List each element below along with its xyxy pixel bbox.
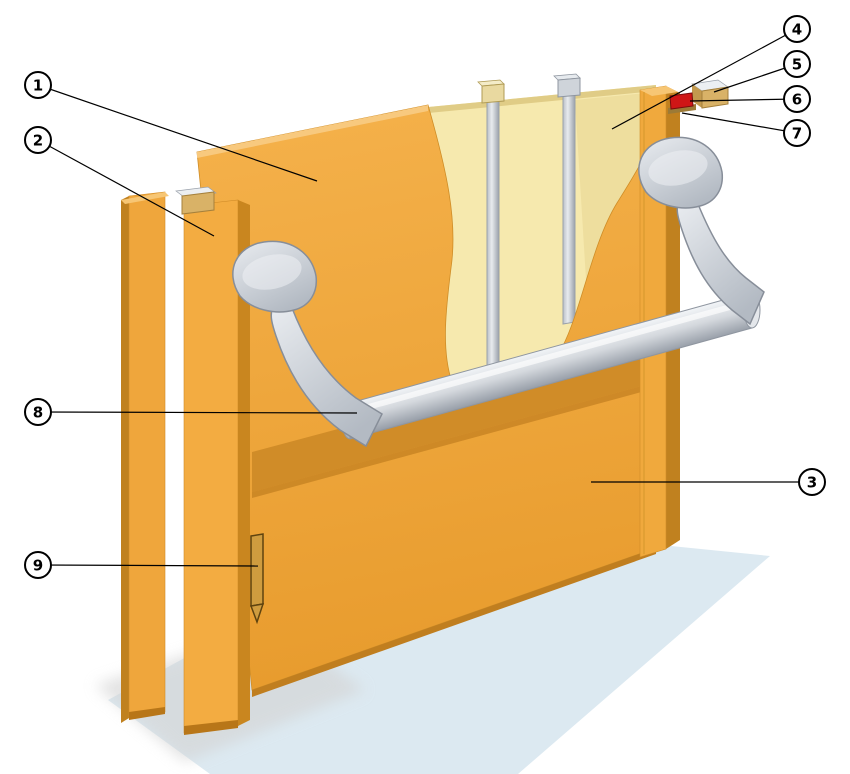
guide-rod-right-shaft — [562, 92, 576, 325]
right-clamp — [638, 136, 765, 326]
guide-rod-left-cap — [481, 83, 505, 104]
callout-circle — [783, 15, 811, 43]
left-rail-inner-foot — [184, 720, 238, 735]
callout-6: 6 — [689, 85, 811, 113]
left-rail-inner-face — [183, 199, 239, 734]
guide-rod-right-cap — [557, 77, 581, 98]
callout-circle — [783, 119, 811, 147]
left-clamp-highlight — [242, 254, 302, 290]
red-indicator — [668, 92, 696, 114]
left-rail-cap-top — [175, 186, 217, 198]
callout-leader-line — [681, 112, 798, 134]
callout-3: 3 — [591, 468, 826, 496]
callout-leader-line — [37, 84, 318, 182]
callout-number: 5 — [792, 56, 802, 74]
callout-number: 1 — [33, 77, 43, 95]
callout-number: 4 — [792, 21, 802, 39]
callout-number: 3 — [807, 474, 817, 492]
locking-pin-shaft — [250, 533, 264, 607]
left-rail-inner-side — [238, 200, 250, 726]
callout-leader-line — [37, 564, 259, 567]
left-rail-outer — [121, 191, 169, 723]
callout-circle — [24, 398, 52, 426]
spreader-tube-highlight — [350, 298, 752, 415]
inner-panel-top-edge — [418, 85, 656, 114]
callout-8: 8 — [24, 398, 358, 426]
left-clamp-neck — [270, 307, 383, 448]
callout-5: 5 — [713, 50, 811, 93]
panel-seam-shadow — [252, 382, 656, 498]
locking-pin-tip — [249, 603, 265, 625]
left-rail-outer-foot — [129, 707, 165, 720]
left-clamp — [232, 240, 383, 448]
guide-rod-left-shaft — [486, 98, 500, 375]
guide-rod-left — [477, 79, 505, 375]
red-indicator-block — [669, 92, 694, 110]
callout-number: 9 — [33, 557, 43, 575]
callout-number: 6 — [792, 91, 802, 109]
callout-2: 2 — [24, 126, 215, 237]
callout-layer: 1 2 4 5 6 7 8 3 9 — [24, 15, 826, 579]
callout-leader-line — [689, 98, 798, 102]
callout-circle — [798, 468, 826, 496]
callout-leader-line — [37, 139, 215, 237]
callout-leader-line — [37, 411, 358, 414]
callout-number: 8 — [33, 404, 43, 422]
right-clamp-neck — [676, 203, 765, 326]
front-panel-top-edge — [197, 105, 428, 158]
corner-cap-face — [701, 86, 729, 109]
left-rail-cap-face — [181, 191, 215, 215]
callout-9: 9 — [24, 551, 259, 579]
callout-leader-line — [611, 28, 798, 130]
left-rail-outer-face — [128, 191, 166, 719]
front-panel-bottom-edge — [252, 548, 656, 697]
locking-pin — [249, 533, 265, 625]
callout-circle — [783, 50, 811, 78]
left-rail-outer-side — [121, 196, 129, 723]
callout-7: 7 — [681, 112, 811, 147]
callout-number: 2 — [33, 132, 43, 150]
left-rail-inner — [175, 186, 250, 735]
callout-circle — [24, 551, 52, 579]
callout-circle — [24, 126, 52, 154]
left-rail-cap — [175, 186, 217, 215]
corner-cap-left — [692, 84, 702, 108]
callout-4: 4 — [611, 15, 811, 130]
spreader-assembly — [232, 136, 765, 448]
right-rail-top — [640, 86, 678, 96]
callout-circle — [783, 85, 811, 113]
callout-number: 7 — [792, 125, 802, 143]
callout-1: 1 — [24, 71, 318, 182]
right-clamp-highlight — [648, 150, 708, 186]
corner-cap — [691, 79, 729, 109]
callout-circle — [24, 71, 52, 99]
callout-leader-line — [713, 63, 798, 93]
